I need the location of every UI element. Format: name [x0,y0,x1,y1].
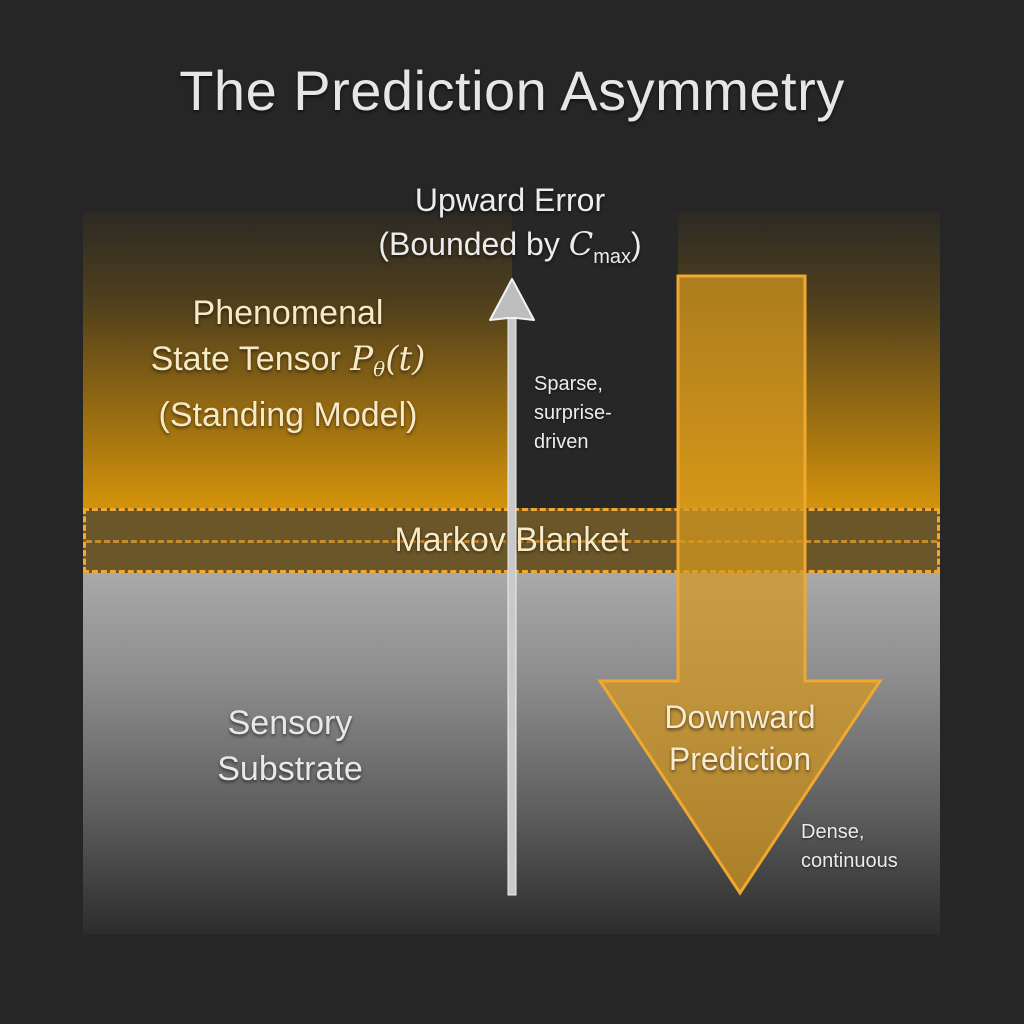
tensor-subscript: θ [373,357,386,381]
standing-model-line2: State Tensor Pθ(t) [108,336,468,392]
upward-error-line1: Upward Error [414,182,606,218]
downward-line1: Downward [664,699,816,735]
upward-error-line2: (Bounded by Cmax) [360,222,660,279]
markov-blanket-midline [86,540,937,543]
diagram-title: The Prediction Asymmetry [179,59,845,122]
upward-error-label: Upward Error (Bounded by Cmax) [360,178,660,279]
downward-note-line1: Dense, [801,821,865,843]
upward-error-note: Sparse, surprise- driven [534,370,664,457]
standing-model-line2-text: State Tensor [150,340,351,378]
standing-model-region-right [678,212,940,508]
upward-note-line3: driven [534,431,589,453]
standing-model-line1: Phenomenal [192,294,384,332]
tensor-argument: (t) [385,339,426,379]
cmax-subscript: max [593,246,631,268]
tensor-symbol: P [350,339,374,379]
standing-model-region-left [83,212,512,508]
downward-prediction-label: Downward Prediction [620,696,860,780]
downward-note-line2: continuous [801,850,898,872]
sensory-substrate-label: Sensory Substrate [170,700,410,792]
upward-error-suffix: ) [630,226,642,262]
standing-model-line3: (Standing Model) [158,396,418,434]
upward-note-line2: surprise- [534,402,612,424]
sensory-line1: Sensory [227,704,353,742]
downward-line2: Prediction [668,741,812,777]
upward-error-prefix: (Bounded by [378,226,569,262]
sensory-line2: Substrate [217,750,363,788]
upward-note-line1: Sparse, [534,373,603,395]
standing-model-label: Phenomenal State Tensor Pθ(t) (Standing … [108,290,468,438]
cmax-symbol: C [568,225,594,263]
downward-prediction-note: Dense, continuous [801,818,941,876]
